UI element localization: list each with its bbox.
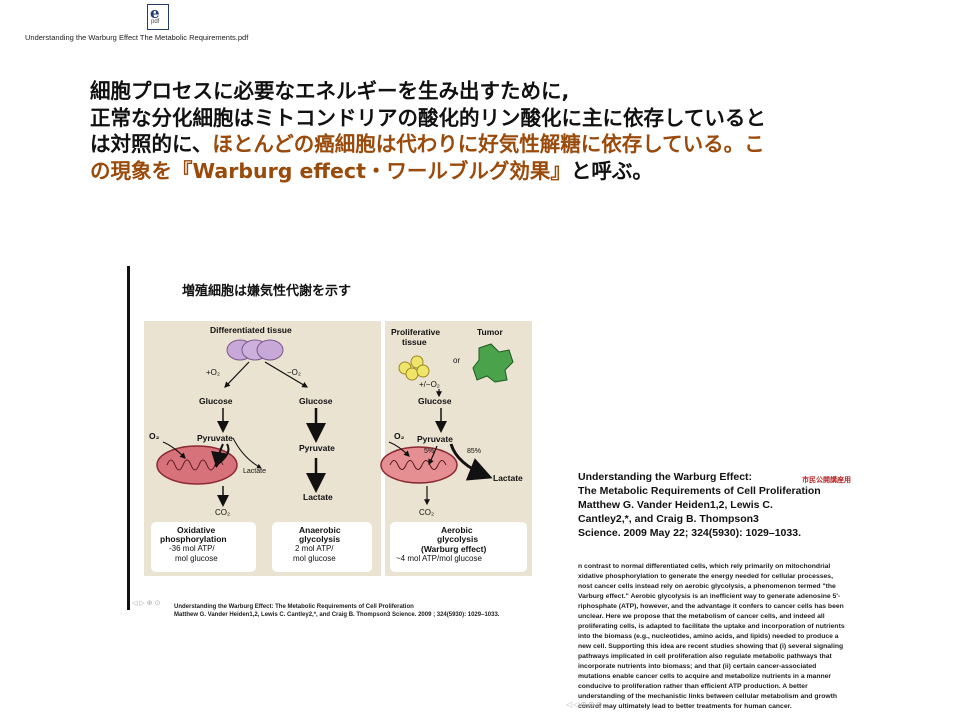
result-box-oxphos [151,522,256,572]
warburg-figure: 増殖細胞は嫌気性代謝を示す [127,266,557,618]
differentiated-cells [226,339,284,361]
proliferative-cells [398,355,430,381]
slide-nav-icons[interactable]: ◁◁⊕⊙⊙ [566,700,604,709]
result-box-anaerobic [272,522,372,572]
pdf-file-icon[interactable]: e pdf [147,4,169,30]
tumor-cells [472,343,514,383]
figure-title: 増殖細胞は嫌気性代謝を示す [182,284,352,299]
pdf-filename-link[interactable]: Understanding the Warburg Effect The Met… [25,33,249,42]
public-lecture-badge: 市民公開講座用 [802,477,851,484]
mitochondrion-left [156,445,238,485]
paper-abstract: n contrast to normal differentiated cell… [578,563,845,710]
result-box-aerobic [390,522,527,572]
figure-nav-controls[interactable]: ◁ ▷ ⊕ ⊙ [132,600,161,607]
figure-border [127,266,130,610]
paper-title: Understanding the Warburg Effect: The Me… [578,471,821,539]
slide-heading: 細胞プロセスに必要なエネルギーを生み出すために, 正常な分化細胞はミトコンドリア… [90,79,766,183]
figure-citation: Understanding the Warburg Effect: The Me… [174,604,500,618]
paper-summary: Understanding the Warburg Effect: The Me… [578,470,868,710]
mitochondrion-right [380,446,458,484]
pathway-diagram [151,339,527,572]
